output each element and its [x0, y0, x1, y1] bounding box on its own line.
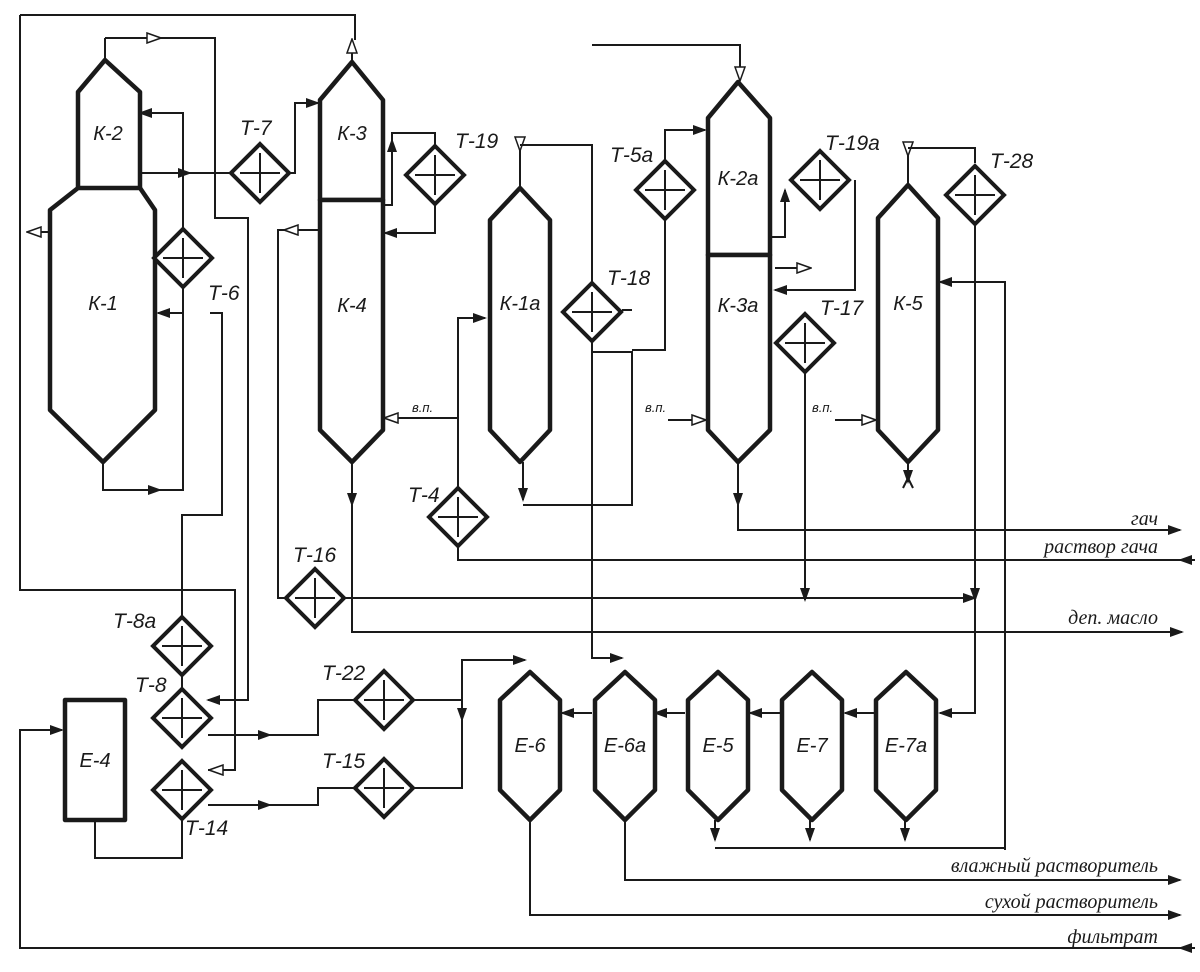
heat-exchanger-t28	[943, 163, 1007, 227]
vessel-k3a-label: К-3а	[718, 295, 759, 317]
vessel-e4	[62, 697, 128, 823]
vessel-k5	[875, 182, 941, 465]
vessel-e7a-label: Е-7а	[885, 735, 927, 757]
heat-exchanger-t17-label: Т-17	[820, 297, 865, 320]
heat-exchanger-t8	[150, 686, 214, 750]
vessel-k3a	[705, 252, 773, 465]
output-gach-solution: раствор гача	[1042, 536, 1158, 558]
heat-exchanger-t22-label: Т-22	[322, 662, 366, 685]
k5-bottom-marker	[902, 475, 914, 489]
vessel-k1a-label: К-1а	[500, 293, 541, 315]
vessel-k4	[317, 197, 386, 465]
output-streams: гач раствор гача деп. масло влажный раст…	[951, 508, 1195, 953]
heat-exchanger-t19	[403, 143, 467, 207]
vessel-k1a	[487, 185, 553, 465]
heat-exchanger-t8-label: Т-8	[135, 674, 167, 697]
heat-exchanger-t16	[283, 566, 347, 630]
heat-exchanger-t4	[426, 485, 490, 549]
output-dewaxed-oil: деп. масло	[1068, 607, 1158, 629]
heat-exchanger-t5a-label: Т-5а	[610, 144, 653, 167]
heat-exchanger-t18	[560, 280, 624, 344]
vessel-e4-label: Е-4	[79, 750, 110, 772]
heat-exchanger-t16-label: Т-16	[293, 544, 337, 567]
vessel-k3	[317, 59, 386, 203]
heat-exchanger-t15	[352, 756, 416, 820]
heat-exchanger-t19-label: Т-19	[455, 130, 499, 153]
heat-exchanger-t6	[151, 226, 215, 290]
vessels: К-2 К-1 К-3 К-4 К-1а К-2а К-3а К-5 Е-4 Е…	[47, 57, 941, 823]
vessel-k2-label: К-2	[93, 123, 123, 145]
vessel-k1	[47, 185, 158, 465]
heat-exchanger-t28-label: Т-28	[990, 150, 1034, 173]
heat-exchanger-t22	[352, 668, 416, 732]
vessel-e6a	[592, 669, 658, 823]
vessel-k2	[75, 57, 143, 193]
heat-exchanger-t5a	[633, 158, 697, 222]
vessel-k4-label: К-4	[337, 295, 367, 317]
vessel-e5	[685, 669, 751, 823]
steam-label-k5: в.п.	[812, 400, 833, 415]
heat-exchanger-t18-label: Т-18	[607, 267, 651, 290]
output-dry-solvent: сухой растворитель	[985, 891, 1158, 913]
heat-exchanger-t6-label: Т-6	[208, 282, 240, 305]
heat-exchanger-t17	[773, 311, 837, 375]
heat-exchanger-t7	[228, 141, 292, 205]
vessel-e7a	[873, 669, 939, 823]
heat-exchanger-t7-label: Т-7	[240, 117, 273, 140]
pipe-lines	[19, 14, 1182, 949]
heat-exchanger-t19a	[788, 148, 852, 212]
vessel-k1-label: К-1	[88, 293, 118, 315]
vessel-k5-label: К-5	[893, 293, 923, 315]
vessel-k2a-label: К-2а	[718, 168, 759, 190]
steam-labels: в.п. в.п. в.п.	[412, 400, 833, 415]
heat-exchangers: Т-7 Т-6 Т-19 Т-5а Т-19а Т-28 Т-18 Т-17	[113, 117, 1034, 840]
heat-exchanger-t19a-label: Т-19а	[825, 132, 880, 155]
vessel-e7-label: Е-7	[796, 735, 828, 757]
heat-exchanger-t8a	[150, 614, 214, 678]
heat-exchanger-t14-label: Т-14	[185, 817, 228, 840]
output-gach: гач	[1131, 508, 1158, 530]
output-wet-solvent: влажный растворитель	[951, 855, 1158, 877]
heat-exchanger-t15-label: Т-15	[322, 750, 366, 773]
vessel-e7	[779, 669, 845, 823]
vessel-e6a-label: Е-6а	[604, 735, 646, 757]
steam-label-k4: в.п.	[412, 400, 433, 415]
output-filtrate: фильтрат	[1067, 926, 1158, 948]
vessel-e6-label: Е-6	[514, 735, 546, 757]
heat-exchanger-t4-label: Т-4	[408, 484, 440, 507]
heat-exchanger-t8a-label: Т-8а	[113, 610, 156, 633]
vessel-e6	[497, 669, 563, 823]
steam-label-k3a: в.п.	[645, 400, 666, 415]
vessel-e5-label: Е-5	[702, 735, 734, 757]
heat-exchanger-t14	[150, 758, 214, 822]
vessel-k3-label: К-3	[337, 123, 367, 145]
vessel-k2a	[705, 79, 773, 258]
